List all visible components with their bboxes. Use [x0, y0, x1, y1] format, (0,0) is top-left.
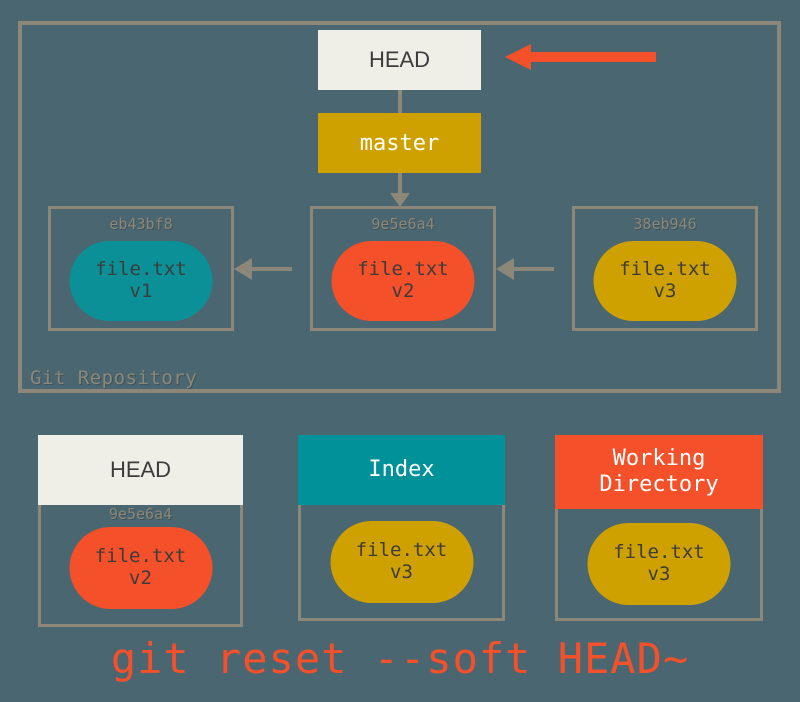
- area-panel-index: Index file.txt v3: [298, 435, 505, 621]
- area-blob: file.txt v3: [330, 521, 473, 603]
- blob-version: v1: [129, 280, 153, 302]
- blob-filename: file.txt: [95, 258, 187, 281]
- blob-filename: file.txt: [357, 258, 449, 281]
- blob-version: v2: [391, 280, 415, 302]
- area-body-working-directory: file.txt v3: [555, 503, 763, 621]
- blob-filename: file.txt: [619, 258, 711, 281]
- area-title: Index: [368, 457, 435, 483]
- commit-link-arrow-icon: [496, 258, 514, 280]
- master-ref-box: master: [318, 113, 481, 173]
- area-blob: file.txt v2: [69, 527, 212, 609]
- blob-version: v2: [129, 567, 152, 589]
- area-body-index: file.txt v3: [298, 499, 505, 621]
- connector-master-to-commit: [398, 173, 402, 195]
- commit-hash: 38eb946: [633, 215, 697, 233]
- area-header-index: Index: [298, 435, 505, 505]
- blob-version: v3: [647, 563, 671, 585]
- area-header-head: HEAD: [38, 435, 243, 505]
- area-panel-head: HEAD 9e5e6a4 file.txt v2: [38, 435, 243, 627]
- commit-hash: eb43bf8: [109, 215, 173, 233]
- blob-version: v3: [653, 280, 677, 302]
- blob-version: v3: [390, 561, 413, 583]
- commit-box-eb43bf8: eb43bf8 file.txt v1: [48, 206, 234, 331]
- commit-link-arrow-icon: [234, 258, 252, 280]
- annotation-arrow-shaft: [528, 52, 656, 62]
- area-title: Working: [612, 446, 706, 472]
- area-body-head: 9e5e6a4 file.txt v2: [38, 499, 243, 627]
- head-ref-box: HEAD: [318, 30, 481, 90]
- commit-link-line: [514, 267, 554, 271]
- commit-blob: file.txt v3: [593, 241, 737, 321]
- command-caption: git reset --soft HEAD~: [110, 634, 690, 683]
- commit-blob: file.txt v1: [69, 241, 213, 321]
- area-title: HEAD: [109, 457, 172, 483]
- area-blob: file.txt v3: [587, 523, 731, 605]
- commit-box-9e5e6a4: 9e5e6a4 file.txt v2: [310, 206, 496, 331]
- commit-link-line: [252, 267, 292, 271]
- commit-hash: 9e5e6a4: [371, 215, 435, 233]
- arrow-down-icon: [390, 193, 410, 207]
- area-header-working-directory: Working Directory: [555, 435, 763, 509]
- commit-box-38eb946: 38eb946 file.txt v3: [572, 206, 758, 331]
- head-ref-label: HEAD: [368, 47, 431, 72]
- master-ref-label: master: [359, 130, 440, 156]
- area-title-line2: Directory: [599, 472, 719, 497]
- area-hash: 9e5e6a4: [108, 505, 173, 523]
- blob-filename: file.txt: [94, 545, 187, 568]
- blob-filename: file.txt: [613, 541, 705, 564]
- annotation-arrow-left-icon: [505, 44, 531, 70]
- connector-head-to-master: [398, 90, 402, 113]
- git-repository-container: [18, 21, 781, 393]
- commit-blob: file.txt v2: [331, 241, 475, 321]
- git-repository-label: Git Repository: [30, 367, 198, 389]
- blob-filename: file.txt: [355, 539, 448, 562]
- area-panel-working-directory: Working Directory file.txt v3: [555, 435, 763, 621]
